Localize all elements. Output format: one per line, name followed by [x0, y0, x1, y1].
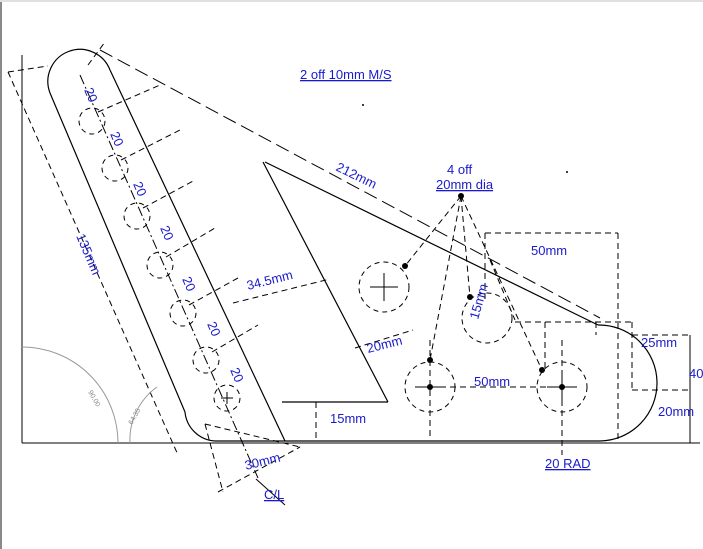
dim-15mm-cutout: 15mm: [330, 411, 366, 426]
window-top-border: [0, 0, 703, 2]
annotation-labels: 2 off 10mm M/S 4 off 20mm dia 212mm 135m…: [73, 67, 703, 502]
dim-20mm-right: 20mm: [658, 404, 694, 419]
pitch-ticks: [97, 84, 259, 353]
holes-count-note: 4 off: [447, 162, 472, 177]
pitch-label-4: 20: [157, 223, 176, 242]
dimension-lines: [7, 41, 692, 506]
dim-40: 40: [689, 366, 703, 381]
dim-50mm-holes: 50mm: [474, 374, 510, 389]
reference-axes: [21, 55, 700, 444]
hole-leaders: [404, 193, 543, 371]
dim-34-5mm: 34.5mm: [245, 267, 294, 293]
dim-20mm-cutout: 20mm: [365, 333, 404, 356]
window-left-border: [0, 0, 2, 549]
holes-dia-note: 20mm dia: [436, 177, 494, 192]
stray-marks: [362, 104, 568, 173]
pitch-label-6: 20: [204, 319, 223, 338]
dim-135mm: 135mm: [73, 231, 104, 277]
pitch-label-3: 20: [130, 179, 149, 198]
dim-50mm-top: 50mm: [531, 243, 567, 258]
centre-line-label: C/L: [264, 487, 284, 502]
angle-label-90: 90.00: [86, 390, 101, 409]
angle-label-64: 64.35: [128, 407, 143, 426]
material-note: 2 off 10mm M/S: [300, 67, 392, 82]
dim-212mm: 212mm: [334, 159, 380, 191]
pitch-label-7: 20: [227, 365, 246, 384]
dim-20-rad: 20 RAD: [545, 456, 591, 471]
large-holes: [358, 261, 588, 455]
pitch-label-5: 20: [179, 274, 198, 293]
dim-25mm: 25mm: [641, 335, 677, 350]
angle-arcs: [21, 346, 158, 444]
dim-30mm: 30mm: [243, 450, 282, 473]
slot-holes: [78, 107, 241, 412]
plate-outline: [47, 48, 658, 442]
pitch-label-1: 20: [81, 85, 100, 104]
pitch-label-2: 20: [107, 129, 126, 148]
dim-15mm-vertical: 15mm: [466, 282, 490, 321]
